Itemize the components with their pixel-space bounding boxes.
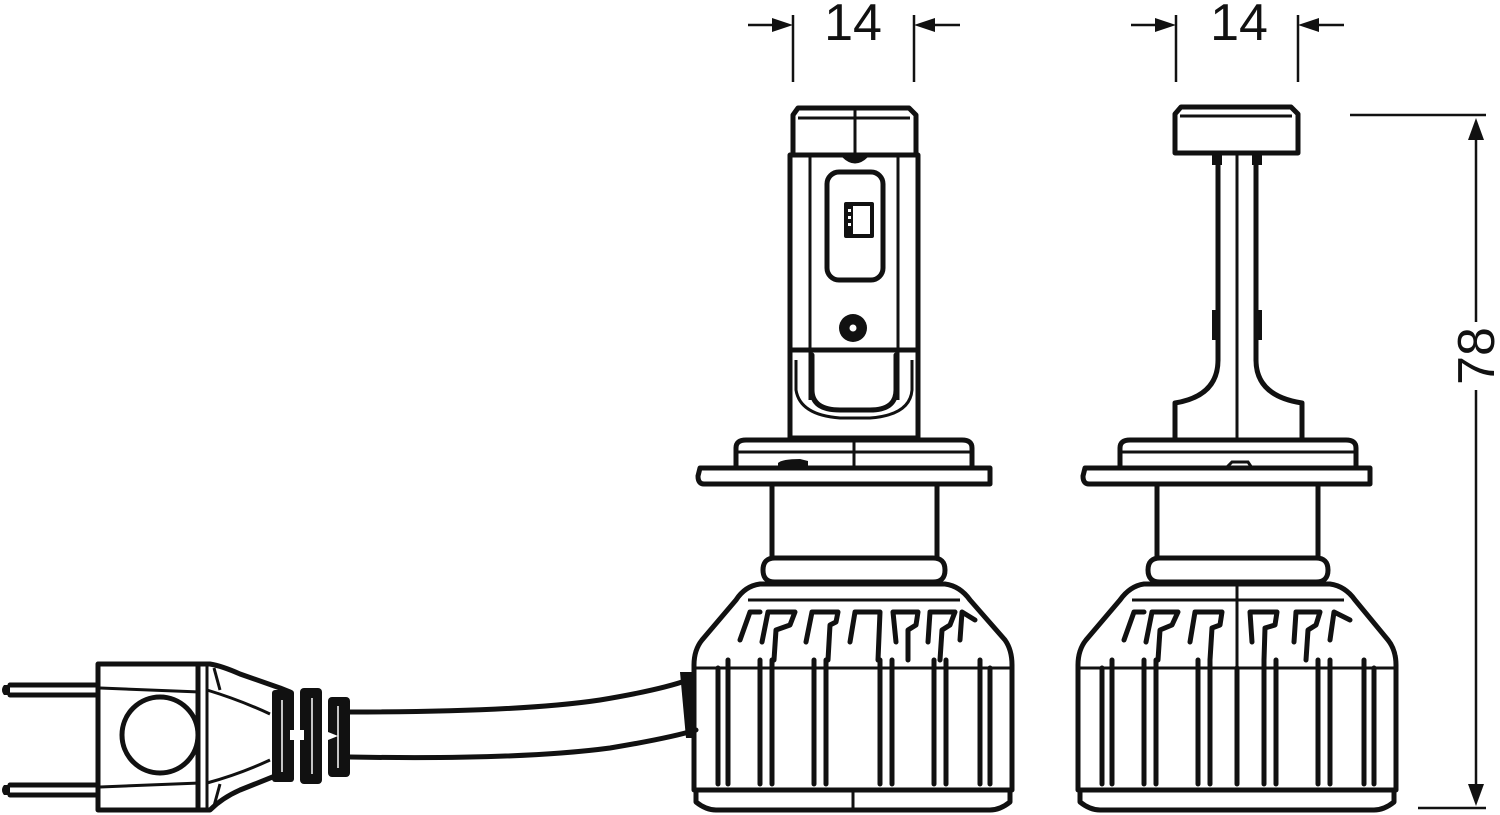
dimension-side-width: 14: [1131, 0, 1344, 82]
front-view-bulb: [691, 105, 1015, 813]
dimension-label-side-width: 14: [1210, 0, 1268, 52]
dimension-label-front-width: 14: [824, 0, 882, 52]
dimension-total-height: 78: [1350, 113, 1500, 810]
side-view-bulb: [1075, 104, 1399, 813]
dimension-front-width: 14: [748, 0, 960, 82]
power-cable: [347, 672, 699, 761]
dimension-label-total-height: 78: [1448, 327, 1500, 385]
connector-latch-icon: [119, 694, 201, 776]
connector-plug: [2, 661, 350, 813]
